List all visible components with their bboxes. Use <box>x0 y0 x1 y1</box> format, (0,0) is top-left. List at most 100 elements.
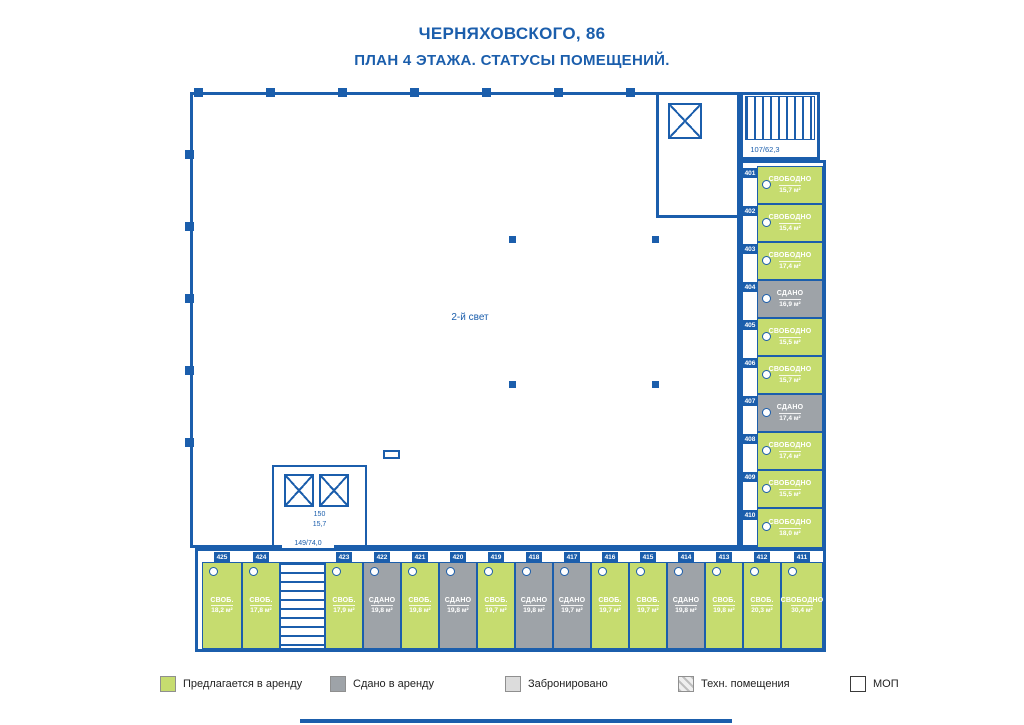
atrium-label: 2-й свет <box>451 312 489 323</box>
door-icon <box>762 446 771 455</box>
room-area: 17,4 м² <box>779 260 801 270</box>
stairs-top-outline <box>740 92 820 160</box>
room-area: 19,7 м² <box>599 605 621 615</box>
room-status: СВОБ. <box>712 596 736 604</box>
column-marker <box>338 88 347 97</box>
door-icon <box>598 567 607 576</box>
room-419[interactable]: СВОБ. 19,7 м² <box>477 562 515 649</box>
room-number-badge: 418 <box>526 552 542 562</box>
room-number-badge: 423 <box>336 552 352 562</box>
room-415[interactable]: СВОБ. 19,7 м² <box>629 562 667 649</box>
room-403[interactable]: СВОБОДНО 17,4 м² <box>757 242 823 280</box>
column-marker <box>626 88 635 97</box>
elevator-icon <box>284 474 314 507</box>
room-410[interactable]: СВОБОДНО 18,0 м² <box>757 508 823 548</box>
door-icon <box>332 567 341 576</box>
room-412[interactable]: СВОБ. 20,3 м² <box>743 562 781 649</box>
column-marker <box>185 438 194 447</box>
room-area: 19,7 м² <box>485 605 507 615</box>
page-title: ЧЕРНЯХОВСКОГО, 86 <box>418 24 606 43</box>
legend-label: Забронировано <box>528 678 608 690</box>
room-417[interactable]: СДАНО 19,7 м² <box>553 562 591 649</box>
room-area: 19,8 м² <box>713 605 735 615</box>
door-icon <box>762 332 771 341</box>
column-marker <box>554 88 563 97</box>
room-407[interactable]: СДАНО 17,4 м² <box>757 394 823 432</box>
room-404[interactable]: СДАНО 16,9 м² <box>757 280 823 318</box>
room-425[interactable]: СВОБ. 18,2 м² <box>202 562 242 649</box>
room-413[interactable]: СВОБ. 19,8 м² <box>705 562 743 649</box>
room-number-badge: 404 <box>743 282 757 292</box>
room-status: СДАНО <box>444 596 472 604</box>
door-icon <box>522 567 531 576</box>
room-number-badge: 416 <box>602 552 618 562</box>
stairs-icon <box>745 96 815 140</box>
room-411[interactable]: СВОБОДНО 30,4 м² <box>781 562 823 649</box>
room-424[interactable]: СВОБ. 17,8 м² <box>242 562 280 649</box>
room-area: 15,7 м² <box>779 374 801 384</box>
room-status: СВОБОДНО <box>780 596 824 604</box>
door-icon <box>762 256 771 265</box>
room-number-badge: 405 <box>743 320 757 330</box>
room-area: 19,8 м² <box>675 605 697 615</box>
room-421[interactable]: СВОБ. 19,8 м² <box>401 562 439 649</box>
room-status: СВОБ. <box>598 596 622 604</box>
room-number-badge: 424 <box>253 552 269 562</box>
stairs-icon <box>280 562 325 649</box>
footer-bar <box>300 719 732 723</box>
column-marker <box>185 294 194 303</box>
stairs-top-label: 107/62,3 <box>750 145 780 154</box>
room-418[interactable]: СДАНО 19,8 м² <box>515 562 553 649</box>
door-icon <box>762 180 771 189</box>
room-number-badge: 413 <box>716 552 732 562</box>
door-icon <box>762 218 771 227</box>
room-number-badge: 401 <box>743 168 757 178</box>
room-406[interactable]: СВОБОДНО 15,7 м² <box>757 356 823 394</box>
room-401[interactable]: СВОБОДНО 15,7 м² <box>757 166 823 204</box>
room-408[interactable]: СВОБОДНО 17,4 м² <box>757 432 823 470</box>
room-414[interactable]: СДАНО 19,8 м² <box>667 562 705 649</box>
room-area: 19,8 м² <box>371 605 393 615</box>
room-number-badge: 419 <box>488 552 504 562</box>
room-status: СВОБ. <box>249 596 273 604</box>
page-subtitle: ПЛАН 4 ЭТАЖА. СТАТУСЫ ПОМЕЩЕНИЙ. <box>354 52 670 69</box>
column-marker <box>652 236 659 243</box>
legend-item-tech: Техн. помещения <box>678 676 790 692</box>
room-status: СДАНО <box>776 290 804 298</box>
room-416[interactable]: СВОБ. 19,7 м² <box>591 562 629 649</box>
room-number-badge: 409 <box>743 472 757 482</box>
room-status: СВОБОДНО <box>768 519 812 527</box>
room-422[interactable]: СДАНО 19,8 м² <box>363 562 401 649</box>
room-402[interactable]: СВОБОДНО 15,4 м² <box>757 204 823 242</box>
room-405[interactable]: СВОБОДНО 15,5 м² <box>757 318 823 356</box>
door-icon <box>446 567 455 576</box>
legend-swatch-mop <box>850 676 866 692</box>
room-area: 17,4 м² <box>779 412 801 422</box>
room-number-badge: 421 <box>412 552 428 562</box>
room-area: 17,8 м² <box>250 605 272 615</box>
room-area: 15,7 м² <box>779 184 801 194</box>
legend-label: Предлагается в аренду <box>183 678 303 690</box>
column-marker <box>185 366 194 375</box>
room-status: СВОБ. <box>484 596 508 604</box>
room-420[interactable]: СДАНО 19,8 м² <box>439 562 477 649</box>
room-status: СВОБОДНО <box>768 442 812 450</box>
door-icon <box>674 567 683 576</box>
column-marker <box>185 222 194 231</box>
room-number-badge: 417 <box>564 552 580 562</box>
column-marker <box>410 88 419 97</box>
room-area: 19,7 м² <box>637 605 659 615</box>
room-423[interactable]: СВОБ. 17,9 м² <box>325 562 363 649</box>
room-number-badge: 402 <box>743 206 757 216</box>
room-409[interactable]: СВОБОДНО 15,5 м² <box>757 470 823 508</box>
room-area: 19,7 м² <box>561 605 583 615</box>
column-marker <box>509 381 516 388</box>
column-marker <box>482 88 491 97</box>
room-number-badge: 420 <box>450 552 466 562</box>
room-area: 15,5 м² <box>779 336 801 346</box>
room-150-area: 15,7 <box>312 521 327 528</box>
room-status: СВОБОДНО <box>768 176 812 184</box>
room-area: 30,4 м² <box>791 605 813 615</box>
door-icon <box>484 567 493 576</box>
room-area: 19,8 м² <box>523 605 545 615</box>
